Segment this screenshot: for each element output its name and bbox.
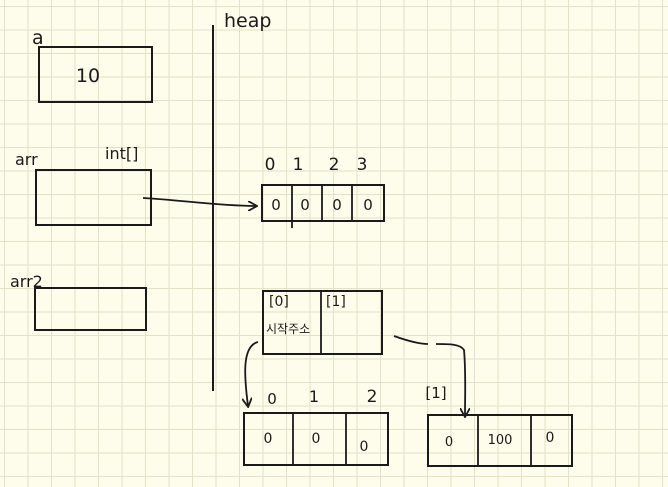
row0-value-2: 0 [360, 439, 369, 455]
row1-label: [1] [425, 384, 446, 402]
row1-reference-arrow [435, 343, 465, 416]
var-a-label: a [32, 27, 44, 49]
row0-index-1: 1 [309, 387, 319, 406]
arr2-heap-array: [0] 시작주소 [1] [262, 290, 383, 355]
arr-value-3: 0 [363, 196, 373, 214]
arr-index-1: 1 [293, 155, 304, 175]
row1-value-1: 100 [488, 433, 513, 448]
row1-block-outline [427, 414, 573, 467]
arr2-cell1-index: [1] [326, 294, 346, 310]
arr-index-0: 0 [265, 155, 276, 175]
row0-value-0: 0 [264, 431, 273, 447]
row0-value-1: 0 [312, 431, 321, 447]
arr-index-3: 3 [357, 155, 368, 175]
var-a-box [38, 46, 153, 103]
row0-index-0: 0 [267, 390, 277, 408]
row0-reference-arrow [245, 341, 259, 406]
arr2-block-outline [262, 290, 383, 355]
heap-label: heap [224, 10, 271, 32]
row1-value-2: 0 [546, 430, 555, 446]
row0-index-2: 2 [367, 387, 378, 407]
arr-heap-array: 0 1 2 3 0 0 0 0 [261, 155, 385, 228]
row1-heap-array: [1] 0 100 0 [425, 384, 573, 467]
arr-block-outline [261, 184, 385, 222]
row0-heap-array: 0 1 2 0 0 0 [243, 387, 389, 466]
arr-value-0: 0 [271, 196, 281, 214]
arr-value-2: 0 [332, 196, 342, 214]
arr-value-1: 0 [300, 196, 310, 214]
var-arr-label: arr [15, 150, 38, 169]
arr-index-2: 2 [329, 155, 340, 175]
row0-block-outline [243, 412, 389, 466]
var-arr2-label: arr2 [10, 272, 43, 291]
arr2-cell0-note: 시작주소 [266, 322, 310, 336]
arr2-cell0-index: [0] [269, 294, 289, 310]
var-arr-box [35, 169, 152, 226]
var-a-value: 10 [76, 65, 100, 87]
row1-value-0: 0 [445, 435, 453, 450]
var-arr-type: int[] [105, 144, 138, 163]
row1-reference-arrow-tail [393, 335, 429, 345]
var-arr2-box [34, 287, 147, 331]
arr-reference-arrow [142, 197, 256, 206]
